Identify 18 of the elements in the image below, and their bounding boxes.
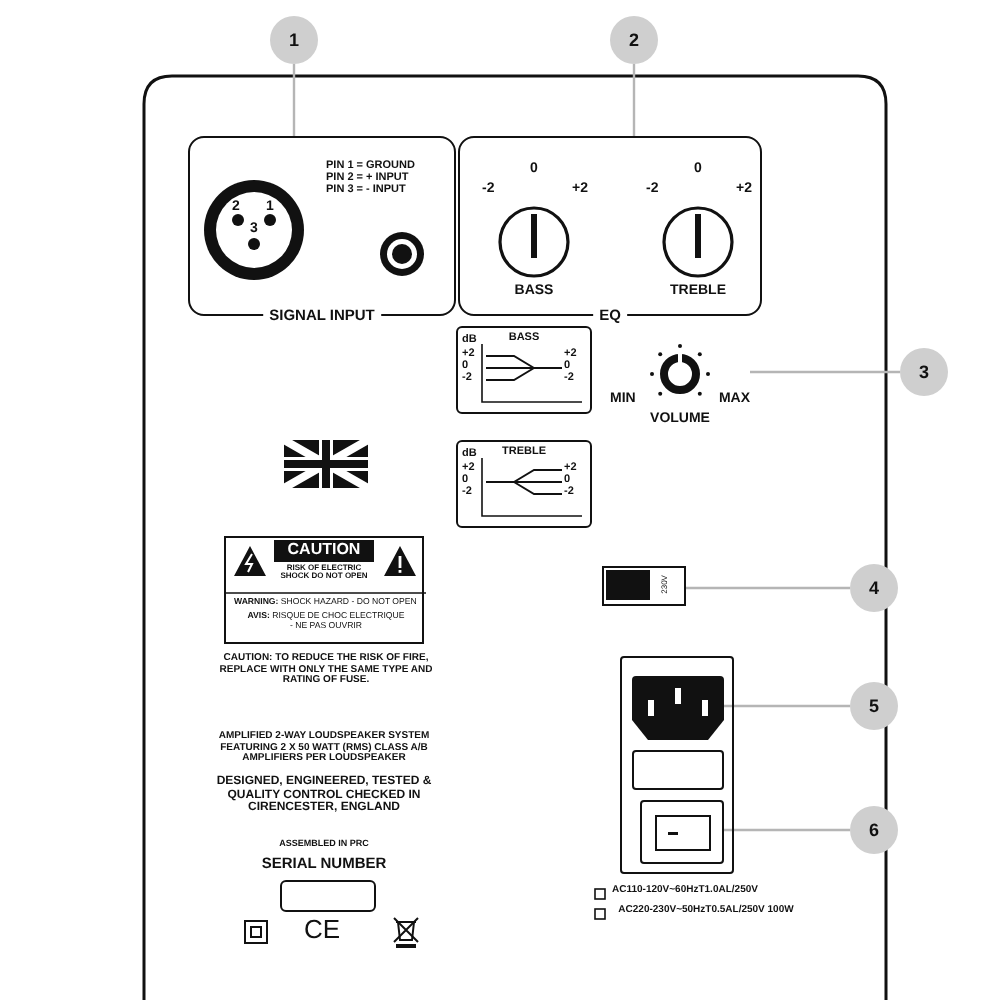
- leader-line: [686, 586, 850, 590]
- callout-number: 1: [270, 16, 318, 64]
- power-inlet: [632, 676, 724, 740]
- callout-number: 3: [900, 348, 948, 396]
- leader-line: [292, 64, 296, 136]
- caution-heading: CAUTION: [274, 540, 374, 562]
- callout-number: 4: [850, 564, 898, 612]
- fuse-holder: [632, 750, 724, 790]
- voltage-selector-switch: [602, 566, 686, 606]
- leader-line: [724, 704, 850, 708]
- ce-mark: CE: [304, 916, 341, 945]
- leader-line: [724, 828, 850, 832]
- callout-number: 6: [850, 806, 898, 854]
- leader-line: [632, 64, 636, 136]
- callout-number: 2: [610, 16, 658, 64]
- power-switch: [640, 800, 724, 864]
- callout-number: 5: [850, 682, 898, 730]
- leader-line: [750, 370, 900, 374]
